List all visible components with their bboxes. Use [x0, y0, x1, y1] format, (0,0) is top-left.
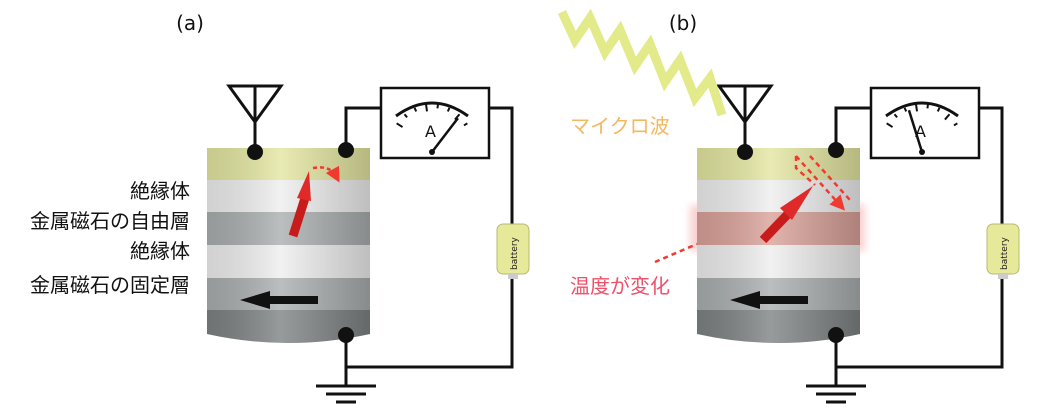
layer-label-fixed-layer: 金属磁石の固定層	[30, 273, 190, 297]
antenna-icon	[226, 84, 284, 152]
circuit-wire	[344, 106, 514, 385]
panel-b-label: (b)	[669, 11, 697, 35]
ammeter-icon: A	[869, 86, 981, 160]
temperature-label: 温度が変化	[570, 274, 670, 298]
circuit-wire	[834, 106, 1004, 385]
layer-label-free-layer: 金属磁石の自由層	[30, 209, 190, 233]
ground-icon	[316, 384, 376, 404]
ammeter-icon: A	[379, 86, 491, 160]
free-magnetization-arrow	[759, 186, 813, 244]
antenna-icon	[716, 84, 774, 152]
battery-icon: battery	[496, 223, 530, 279]
layer-label-insulator-1: 絶縁体	[130, 179, 190, 203]
svg-text:A: A	[915, 122, 926, 141]
panel-a-label: (a)	[176, 11, 204, 35]
contact-dot	[737, 144, 753, 160]
ground-icon	[806, 384, 866, 404]
temperature-pointer	[654, 242, 698, 264]
fixed-magnetization-arrow	[240, 291, 318, 309]
battery-icon: battery	[986, 223, 1020, 279]
precession-path	[312, 165, 340, 183]
svg-text:battery: battery	[510, 236, 520, 270]
cylinder-shading	[207, 148, 370, 343]
microwave-label: マイクロ波	[570, 114, 670, 138]
current-path	[794, 155, 851, 211]
svg-text:A: A	[425, 122, 436, 141]
free-magnetization-arrow	[288, 171, 311, 238]
fixed-magnetization-arrow	[730, 291, 808, 309]
layer-label-insulator-2: 絶縁体	[130, 239, 190, 263]
microwave-wave-icon	[557, 8, 727, 117]
contact-dot	[247, 144, 263, 160]
svg-text:battery: battery	[1000, 236, 1010, 270]
cylinder-shading	[697, 148, 860, 343]
